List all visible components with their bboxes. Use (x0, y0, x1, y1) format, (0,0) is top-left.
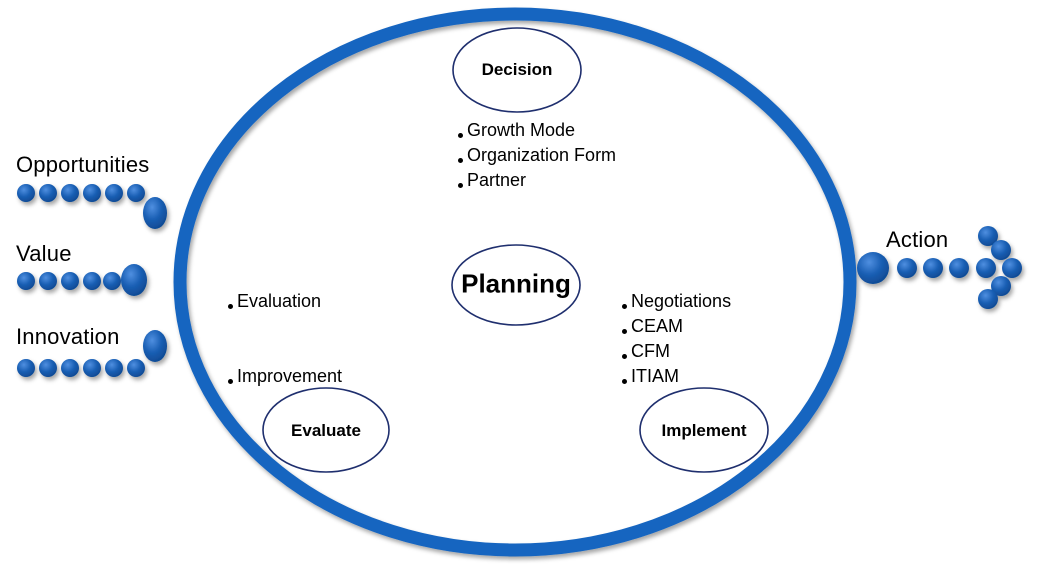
list-item: Growth Mode (458, 118, 616, 143)
list-item: CEAM (622, 314, 731, 339)
innovation-label: Innovation (16, 324, 120, 349)
list-item: Partner (458, 168, 616, 193)
list-item: Negotiations (622, 289, 731, 314)
implement-items-list: Negotiations CEAM CFM ITIAM (622, 289, 731, 389)
decision-label: Decision (481, 60, 553, 79)
planning-label: Planning (461, 268, 571, 299)
evaluate-items-list-bottom: Improvement (228, 364, 342, 389)
value-label: Value (16, 241, 72, 266)
action-label: Action (886, 227, 949, 252)
innovation-dot-arrow (17, 330, 167, 377)
implement-node-shape (639, 387, 769, 473)
list-item: Improvement (228, 364, 342, 389)
evaluate-label: Evaluate (291, 421, 361, 440)
list-item: ITIAM (622, 364, 731, 389)
action-dot-arrow (857, 226, 1022, 309)
decision-node-shape (452, 27, 582, 113)
opportunities-dot-arrow (17, 184, 167, 229)
decision-items-list: Growth Mode Organization Form Partner (458, 118, 616, 193)
list-item: CFM (622, 339, 731, 364)
list-item: Organization Form (458, 143, 616, 168)
planning-node-shape (451, 244, 581, 326)
value-dot-arrow (17, 264, 147, 296)
evaluate-items-list-top: Evaluation (228, 289, 321, 314)
evaluate-node-shape (262, 387, 390, 473)
opportunities-label: Opportunities (16, 152, 150, 177)
cycle-ring (173, 7, 857, 557)
list-item: Evaluation (228, 289, 321, 314)
implement-label: Implement (661, 421, 747, 440)
